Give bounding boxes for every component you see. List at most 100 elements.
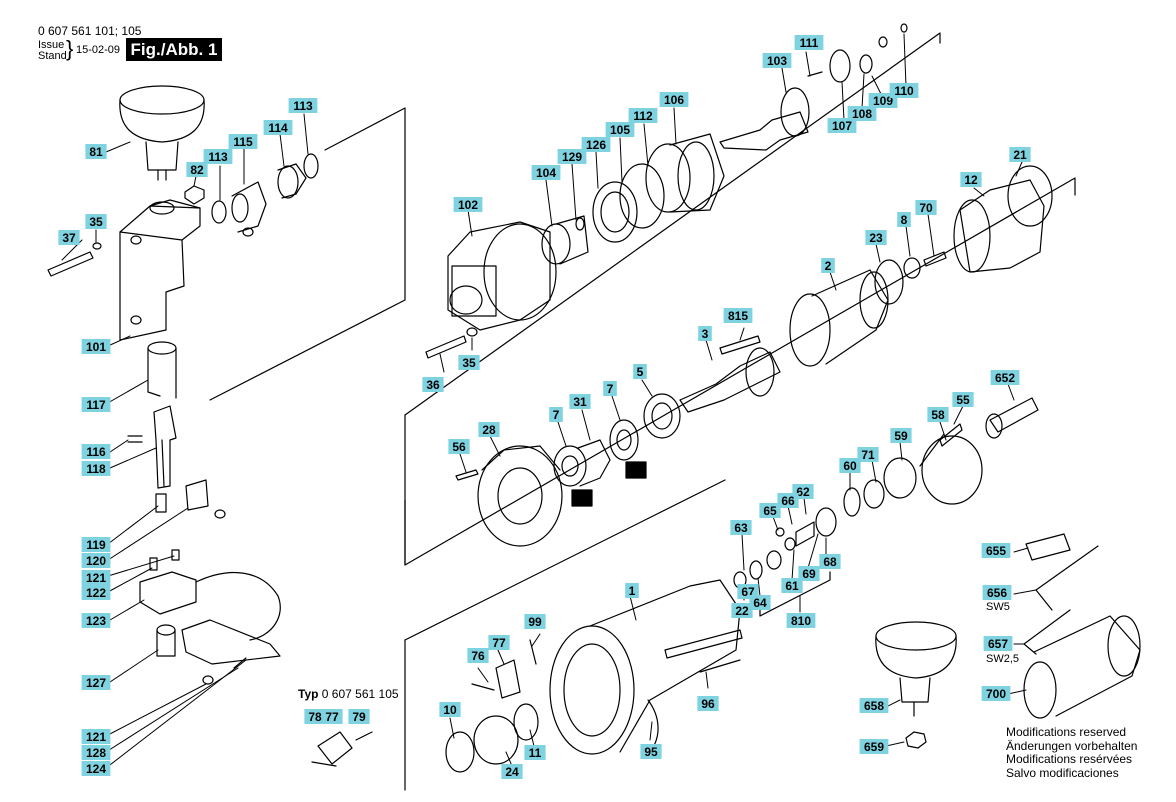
sleeve-117-part [147,341,177,399]
callout-box [698,326,712,341]
callout-box [628,108,658,123]
callout-number: 120 [86,554,106,568]
callout-number: 119 [86,538,106,552]
callout-box [304,709,326,724]
callout-69: 69 [798,566,820,581]
callout-box [786,613,816,628]
callout-number: 63 [734,521,748,535]
callout-number: 659 [864,740,884,754]
valve-group-part [733,507,837,617]
callout-labels: 8182113115114113353710111711611811912012… [58,35,1031,779]
callout-number: 113 [293,99,313,113]
callout-number: 79 [352,710,366,724]
callout-number: 122 [86,586,106,600]
callout-118: 118 [81,461,111,476]
callout-7: 7 [549,407,563,422]
callout-number: 657 [988,637,1008,651]
callout-box [203,149,233,164]
callout-7: 7 [603,381,617,396]
callout-box [960,172,982,187]
planet-gear-group-part [541,133,725,265]
callout-box [605,122,635,137]
callout-number: 104 [536,166,556,180]
callout-number: 66 [781,494,795,508]
callout-655: 655 [981,543,1011,558]
callout-95: 95 [640,744,662,759]
callout-box [81,553,111,568]
callout-box [81,461,111,476]
callout-number: 76 [471,649,485,663]
figure-label: Fig./Abb. 1 [126,38,222,61]
callout-106: 106 [659,92,689,107]
callout-129: 129 [557,149,587,164]
variant-prefix: Typ [298,687,319,701]
screw-37-part [47,242,102,277]
callout-104: 104 [531,165,561,180]
callout-box [859,698,889,713]
callout-128: 128 [81,745,111,760]
callout-63: 63 [730,520,752,535]
bearing-8-part [874,251,947,305]
callout-70: 70 [915,200,937,215]
callout-96: 96 [697,696,719,711]
callout-number: 700 [986,687,1006,701]
callout-box [448,439,470,454]
callout-number: 3 [702,327,709,341]
callout-122: 122 [81,585,111,600]
callout-1: 1 [625,583,639,598]
callout-box [859,739,889,754]
knob-81-part [119,85,205,181]
callout-box [603,381,617,396]
callout-number: 68 [823,555,837,569]
callout-box [915,200,937,215]
callout-123: 123 [81,613,111,628]
callout-box [625,583,639,598]
callout-number: 116 [86,445,106,459]
callout-77: 77 [321,709,343,724]
callout-number: 10 [443,703,457,717]
callout-box [633,364,647,379]
callout-number: 59 [894,429,908,443]
note-en: Modifications reserved [1006,725,1127,739]
callout-box [581,137,611,152]
callout-number: 123 [86,614,106,628]
callout-103: 103 [762,53,792,68]
variant-number: 0 607 561 105 [321,687,399,701]
callout-number: 58 [931,408,945,422]
callout-number: 60 [843,459,857,473]
callout-105: 105 [605,122,635,137]
callout-number: 129 [562,150,582,164]
callout-box [81,444,111,459]
callout-box [847,106,877,121]
callout-37: 37 [58,230,80,245]
callout-number: 64 [753,596,767,610]
callout-box [1009,147,1031,162]
callout-box [263,120,293,135]
callout-box [81,339,111,354]
callout-box [524,745,546,760]
callout-8: 8 [897,212,911,227]
callout-number: 121 [86,571,106,585]
callout-number: 658 [864,699,884,713]
housing-101-part [119,199,201,341]
callout-102: 102 [453,197,483,212]
callout-number: 121 [86,730,106,744]
callout-number: 77 [325,710,339,724]
callout-35: 35 [85,214,107,229]
callout-121: 121 [81,729,111,744]
callout-box [478,422,500,437]
callout-117: 117 [81,397,111,412]
callout-number: 7 [553,408,560,422]
gear-housing-102-part [447,221,557,331]
callout-68: 68 [819,554,841,569]
bearing-group-part [184,153,319,237]
callout-box [927,407,949,422]
callout-114: 114 [263,120,293,135]
callout-111: 111 [794,35,824,50]
callout-71: 71 [857,447,879,462]
callout-59: 59 [890,428,912,443]
document-number: 0 607 561 101; 105 [38,24,142,38]
callout-81: 81 [85,144,107,159]
callout-box [723,308,753,323]
